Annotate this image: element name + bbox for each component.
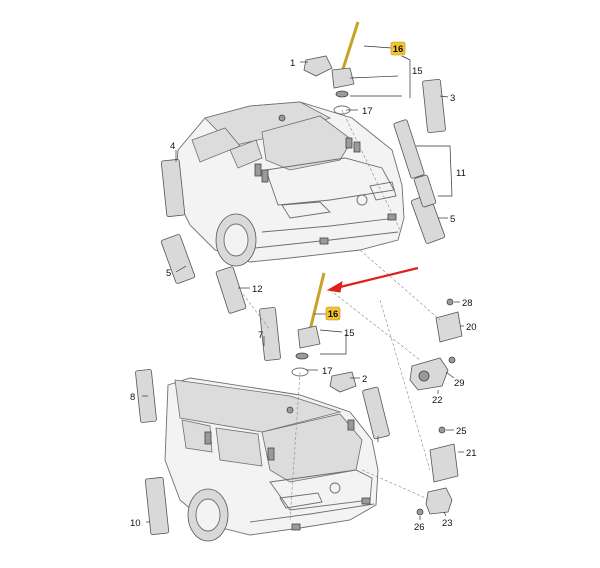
callout-2: 2	[362, 374, 367, 385]
callout-11: 11	[456, 168, 466, 179]
svg-text:16: 16	[328, 309, 339, 320]
roof-antenna-lower	[291, 272, 326, 377]
control-unit-20	[435, 298, 463, 343]
callout-15-lower: 15	[344, 328, 355, 339]
callout-16-upper: 16	[390, 41, 406, 56]
highlight-arrow	[326, 266, 419, 293]
amplifier-module-3	[422, 78, 446, 134]
callout-5-upper: 5	[450, 214, 455, 225]
bracket-22	[409, 356, 456, 391]
roof-antenna-upper	[331, 21, 360, 115]
module-7	[259, 307, 281, 361]
callout-17-lower: 17	[322, 366, 333, 377]
callout-20: 20	[466, 322, 477, 333]
svg-text:16: 16	[393, 44, 404, 55]
callout-28: 28	[462, 298, 473, 309]
module-10	[144, 477, 170, 535]
callout-29: 29	[454, 378, 465, 389]
callout-1: 1	[290, 58, 295, 69]
callout-10: 10	[130, 518, 141, 529]
relation-lines	[239, 109, 441, 521]
control-unit-21	[429, 426, 459, 483]
sedan-car-illustration	[174, 101, 405, 267]
estate-car-illustration	[164, 377, 379, 542]
callout-21: 21	[466, 448, 477, 459]
callout-3: 3	[450, 93, 455, 104]
callout-16-lower: 16	[325, 306, 341, 321]
module-12	[215, 266, 247, 314]
callout-12: 12	[252, 284, 263, 295]
leader-lines	[142, 45, 464, 523]
module-2-side	[362, 386, 390, 440]
callout-4: 4	[170, 141, 175, 152]
antenna-cap-upper	[303, 55, 333, 77]
module-11-pair	[393, 119, 437, 208]
callout-25: 25	[456, 426, 467, 437]
module-5-lower	[160, 234, 196, 284]
callout-22: 22	[432, 395, 443, 406]
bracket-23	[416, 487, 453, 516]
callout-15-upper: 15	[412, 66, 423, 77]
callout-7: 7	[258, 330, 263, 341]
callout-8: 8	[130, 392, 135, 403]
callout-17-upper: 17	[362, 106, 373, 117]
callout-26: 26	[414, 522, 425, 533]
antenna-cap-lower	[329, 371, 357, 393]
callout-5-lower: 5	[166, 268, 171, 279]
amplifier-module-4	[160, 159, 186, 217]
callout-23: 23	[442, 518, 453, 529]
